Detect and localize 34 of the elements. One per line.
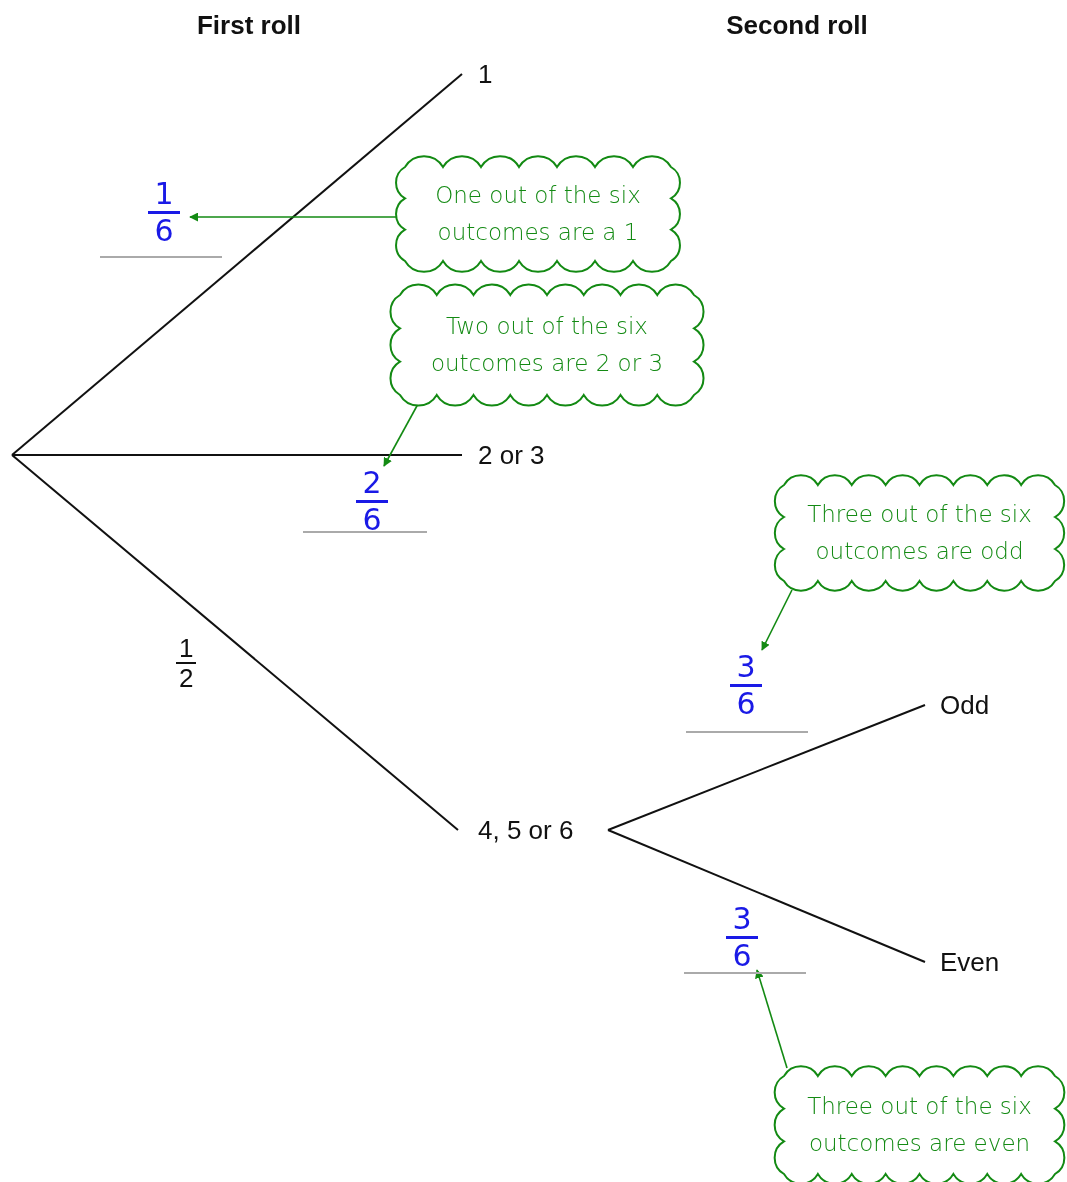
- leader-arrow: [755, 969, 788, 1069]
- callout-text: Three out of the six outcomes are odd: [806, 500, 1033, 566]
- callout-text: Two out of the six outcomes are 2 or 3: [429, 312, 665, 378]
- fraction-denominator: 2: [179, 664, 194, 692]
- column-heading: Second roll: [726, 10, 868, 41]
- thought-cloud: [393, 155, 683, 273]
- fraction-denominator: 6: [154, 214, 174, 248]
- fraction-numerator: 2: [356, 466, 388, 503]
- outcome-label: 2 or 3: [462, 441, 562, 469]
- outcome-label: Odd: [925, 691, 1015, 719]
- fraction-numerator: 3: [730, 650, 762, 687]
- fraction-numerator: 1: [148, 177, 180, 214]
- branch-line: [11, 454, 459, 831]
- fraction-numerator: 1: [176, 634, 197, 664]
- thought-cloud: [772, 1064, 1067, 1182]
- callout-text: Three out of the six outcomes are even: [806, 1092, 1033, 1158]
- column-heading: First roll: [197, 10, 301, 41]
- thought-cloud: [388, 283, 706, 407]
- branch-line: [607, 704, 926, 831]
- leader-arrow: [383, 403, 419, 467]
- branch-line: [607, 829, 926, 963]
- branch-line: [11, 454, 463, 456]
- outcome-label: Even: [925, 948, 1020, 976]
- callout-text: One out of the six outcomes are a 1: [434, 181, 642, 247]
- branch-line: [11, 73, 463, 456]
- fraction-denominator: 6: [732, 939, 752, 973]
- fraction-denominator: 6: [362, 503, 382, 537]
- fraction-denominator: 6: [736, 687, 756, 721]
- fraction-numerator: 3: [726, 902, 758, 939]
- thought-cloud: [772, 473, 1067, 593]
- leader-arrow: [761, 589, 793, 651]
- outcome-label: 4, 5 or 6: [458, 816, 608, 844]
- outcome-label: 1: [462, 60, 508, 88]
- leader-arrow: [189, 212, 397, 222]
